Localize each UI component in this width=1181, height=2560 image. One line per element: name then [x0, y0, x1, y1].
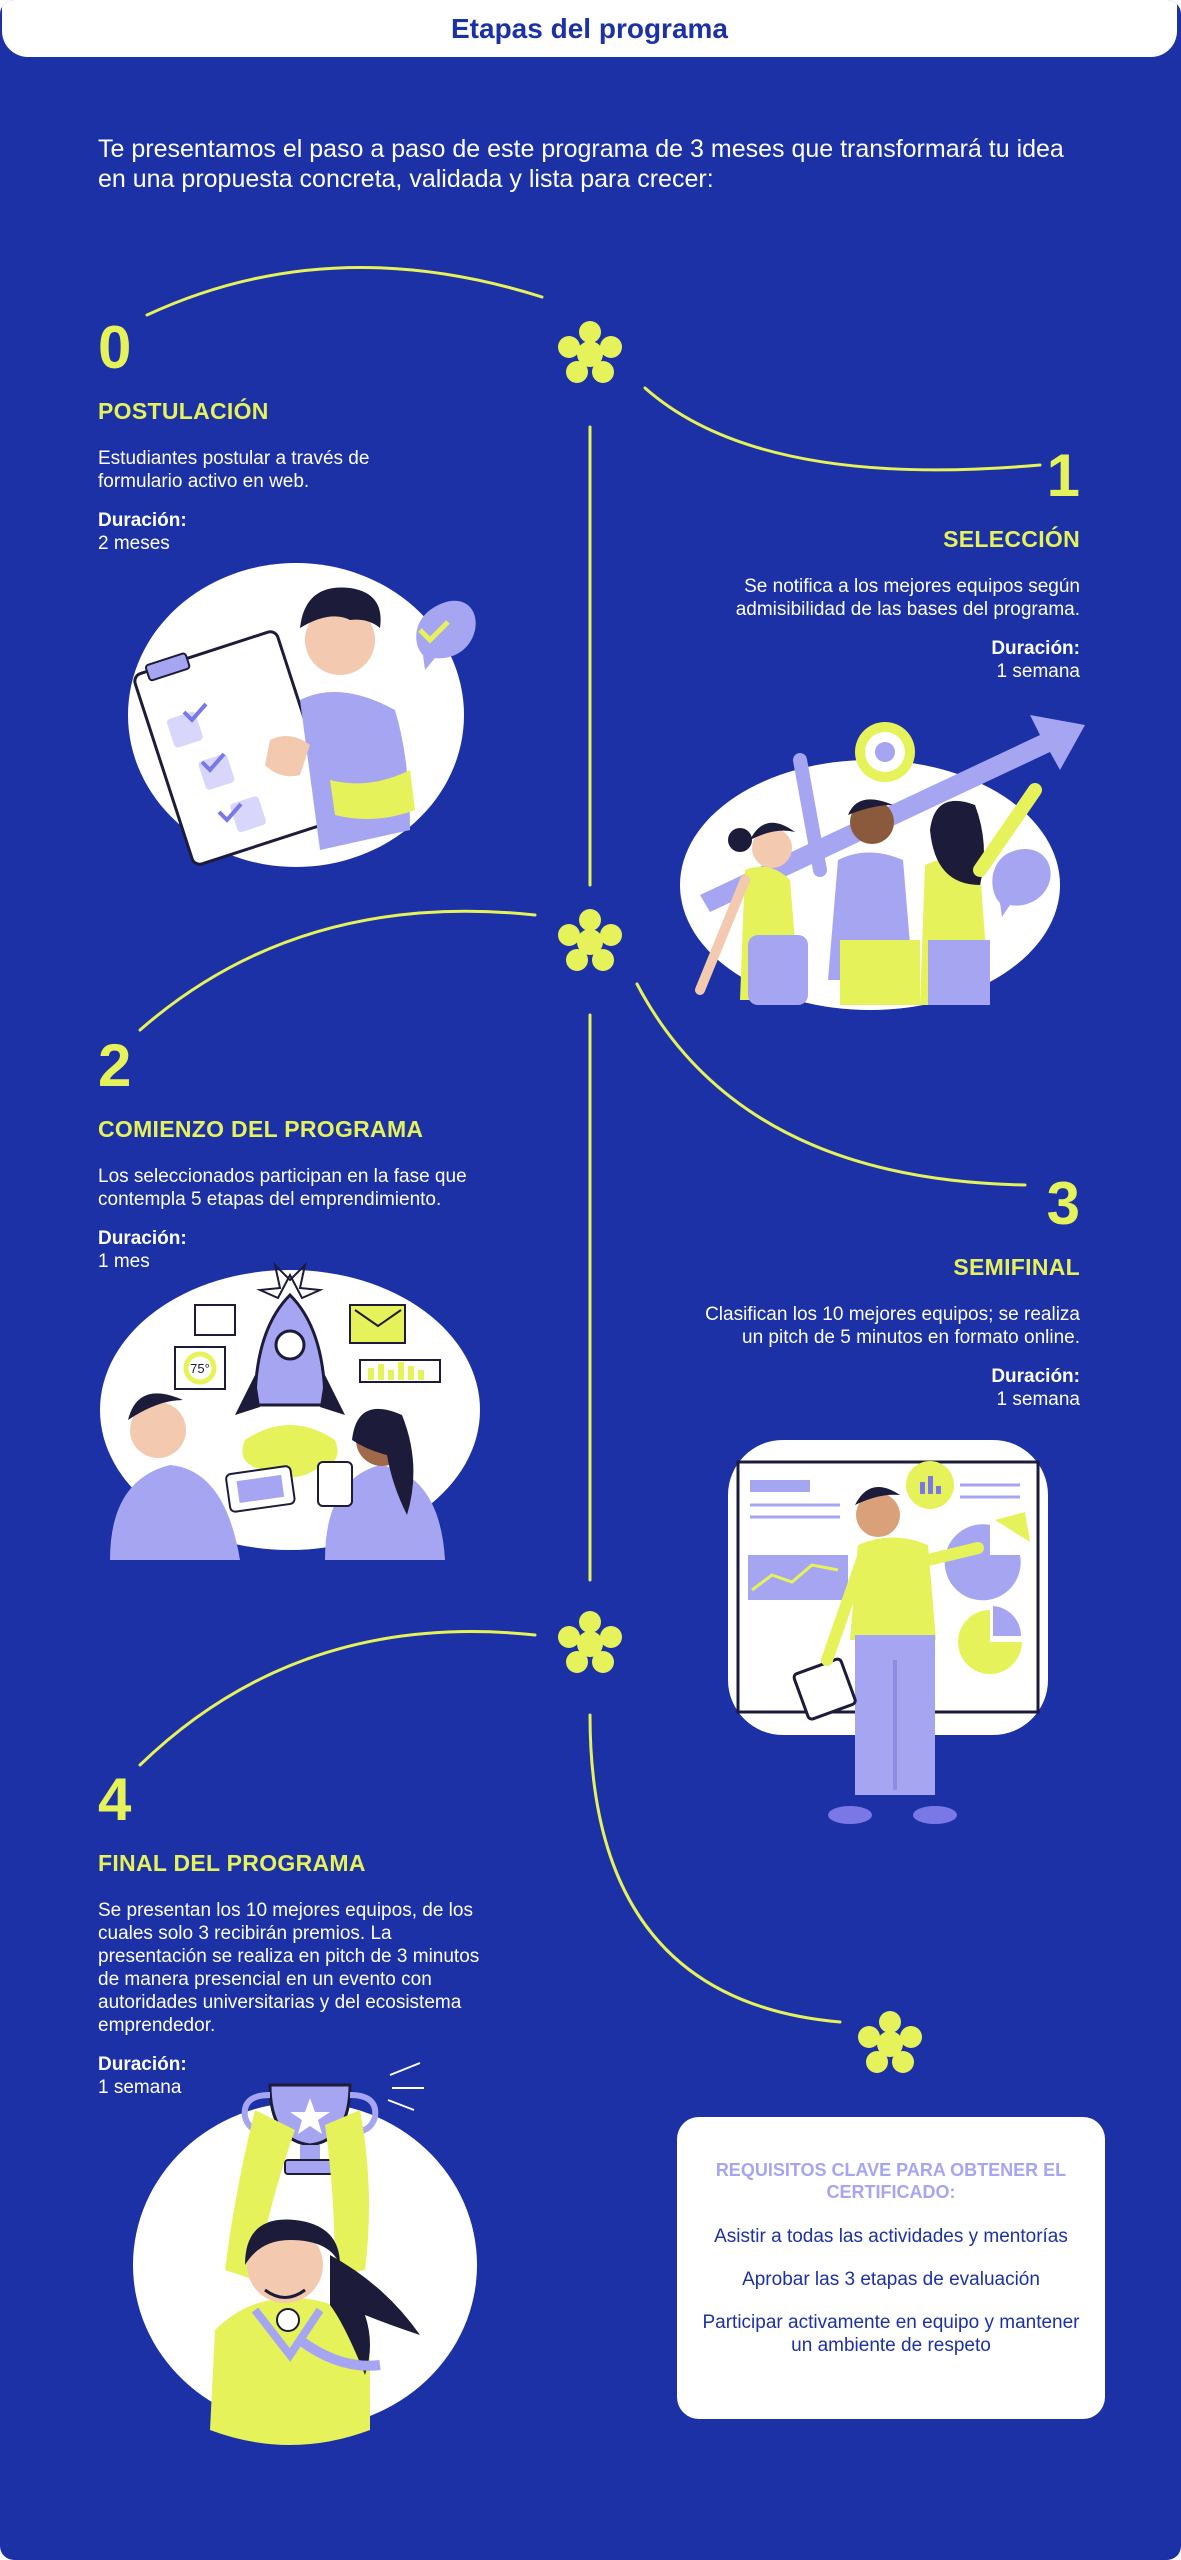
- stage-3: 3 SEMIFINAL Clasifican los 10 mejores eq…: [660, 1174, 1080, 1411]
- intro-text: Te presentamos el paso a paso de este pr…: [98, 135, 1064, 193]
- requirement-item: Participar activamente en equipo y mante…: [702, 2312, 1080, 2356]
- stage-title: POSTULACIÓN: [98, 398, 269, 424]
- rocket-launch-team-illustration: 75°: [100, 1261, 480, 1560]
- stage-description: Los seleccionados participan en la fase …: [98, 1166, 467, 1210]
- duration-label: Duración:: [98, 1228, 187, 1249]
- stage-title: COMIENZO DEL PROGRAMA: [98, 1116, 424, 1142]
- duration-label: Duración:: [991, 1366, 1080, 1387]
- stage-2: 2 COMIENZO DEL PROGRAMA Los seleccionado…: [98, 1036, 488, 1273]
- requirements-card: REQUISITOS CLAVE PARA OBTENER EL CERTIFI…: [677, 2117, 1105, 2419]
- flower-icon: [558, 1611, 622, 1673]
- duration-label: Duración:: [98, 2054, 187, 2075]
- stage-number: 3: [1046, 1170, 1080, 1237]
- duration-value: 1 mes: [98, 1251, 150, 1272]
- duration-value: 1 semana: [98, 2077, 182, 2098]
- duration-value: 1 semana: [996, 661, 1080, 682]
- stage-title: SELECCIÓN: [943, 526, 1080, 552]
- stage-number: 1: [1046, 442, 1080, 509]
- stage-description: Se notifica a los mejores equipos según …: [735, 576, 1080, 620]
- duration-label: Duración:: [991, 638, 1080, 659]
- stage-title: FINAL DEL PROGRAMA: [98, 1850, 366, 1876]
- requirement-item: Asistir a todas las actividades y mentor…: [714, 2226, 1068, 2247]
- requirement-item: Aprobar las 3 etapas de evaluación: [742, 2269, 1040, 2290]
- gauge-label: 75°: [190, 1361, 210, 1376]
- person-checklist-illustration: [128, 563, 476, 867]
- timeline-connectors: [138, 265, 1042, 2024]
- stage-number: 0: [98, 314, 132, 381]
- stage-0: 0 POSTULACIÓN Estudiantes postular a tra…: [98, 318, 488, 555]
- stage-number: 2: [98, 1032, 132, 1099]
- stage-1: 1 SELECCIÓN Se notifica a los mejores eq…: [660, 446, 1080, 683]
- page-header: Etapas del programa: [2, 0, 1177, 57]
- duration-label: Duración:: [98, 510, 187, 531]
- stage-title: SEMIFINAL: [953, 1254, 1080, 1280]
- flower-icon: [858, 2011, 922, 2073]
- stage-4: 4 FINAL DEL PROGRAMA Se presentan los 10…: [98, 1770, 488, 2099]
- stage-description: Clasifican los 10 mejores equipos; se re…: [705, 1304, 1080, 1348]
- stage-description: Se presentan los 10 mejores equipos, de …: [98, 1900, 480, 2036]
- duration-value: 1 semana: [996, 1389, 1080, 1410]
- duration-value: 2 meses: [98, 533, 170, 554]
- team-celebrating-target-illustration: [680, 715, 1085, 1010]
- presenter-charts-illustration: [728, 1440, 1048, 1824]
- flower-icon: [558, 321, 622, 383]
- stage-description: Estudiantes postular a través de formula…: [98, 448, 370, 492]
- flower-icon: [558, 909, 622, 971]
- page-title: Etapas del programa: [451, 12, 728, 44]
- trophy-winner-illustration: [133, 2062, 477, 2445]
- stage-number: 4: [98, 1766, 132, 1833]
- requirements-title: REQUISITOS CLAVE PARA OBTENER EL CERTIFI…: [715, 2160, 1067, 2202]
